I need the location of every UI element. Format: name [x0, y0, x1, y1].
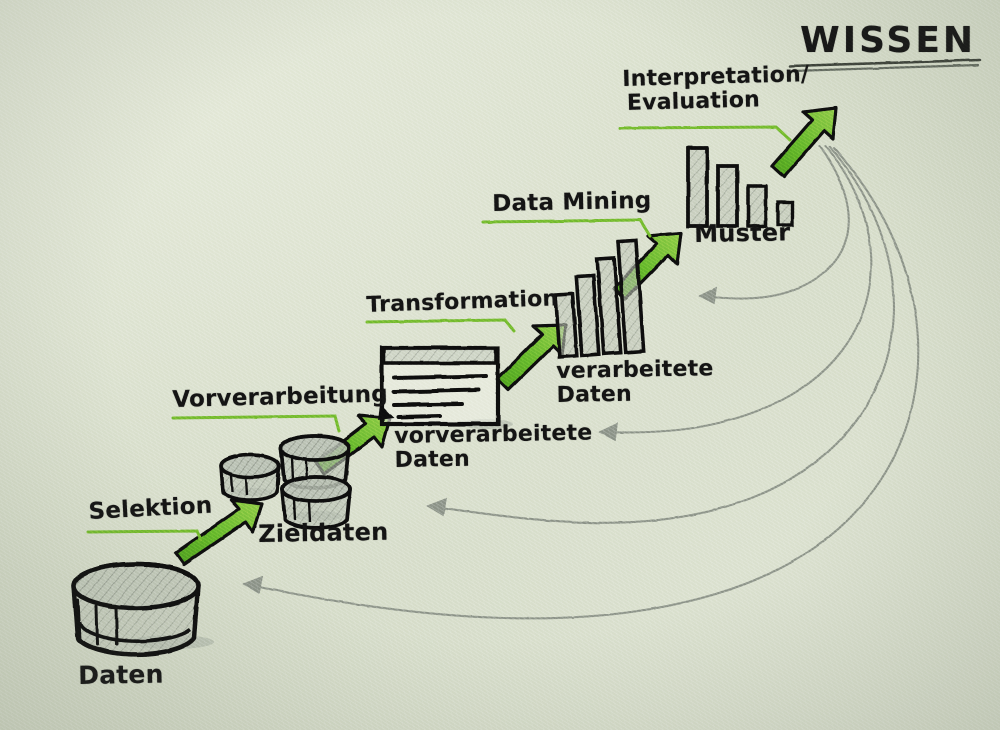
label-zieldaten: Zieldaten [257, 517, 389, 548]
label-verarbeitete-line1: verarbeitete [555, 356, 714, 384]
label-data-mining: Data Mining [491, 187, 652, 217]
feedback-arrows [242, 144, 920, 620]
chart-muster [686, 146, 794, 228]
arrow-selektion [174, 498, 264, 566]
underline-wissen [788, 58, 982, 73]
label-vorverarbeitete-line1: vorverarbeitete [393, 420, 593, 449]
underline-transformation [365, 318, 516, 333]
cylinder-1 [219, 453, 281, 502]
feedback-arrow-to-zieldaten [426, 145, 895, 524]
cylinder-3 [280, 475, 352, 530]
underline-data-mining [481, 218, 652, 238]
label-daten: Daten [77, 659, 164, 690]
table-rows [392, 374, 488, 419]
label-vorverarbeitete-line2: Daten [394, 446, 471, 473]
feedback-arrow-to-muster [698, 144, 850, 305]
label-interpretation-line2: Evaluation [626, 87, 761, 116]
label-underlines [86, 125, 792, 542]
cylinder-2 [279, 434, 351, 490]
arrow-interpretation [770, 106, 838, 179]
icon-table-document [378, 345, 501, 427]
label-muster: Muster [693, 218, 791, 248]
underline-interpretation [618, 125, 792, 142]
feedback-arrow-to-daten [242, 146, 920, 620]
label-verarbeitete-daten: verarbeitete Daten [555, 356, 714, 408]
label-vorverarbeitete-daten: vorverarbeitete Daten [393, 420, 593, 473]
label-interpretation-evaluation: Interpretation/ Evaluation [621, 62, 810, 116]
underline-vorverarbeitung [171, 414, 341, 433]
label-wissen: WISSEN [800, 20, 977, 61]
feedback-arrow-to-vorverarbeitete-daten [598, 144, 873, 442]
icon-database-daten [71, 561, 201, 657]
underline-selektion [86, 529, 203, 542]
label-interpretation-line1: Interpretation/ [621, 62, 810, 92]
chart-verarbeitete-daten [553, 238, 646, 359]
icon-database-zieldaten [219, 434, 352, 530]
label-verarbeitete-line2: Daten [556, 381, 633, 408]
